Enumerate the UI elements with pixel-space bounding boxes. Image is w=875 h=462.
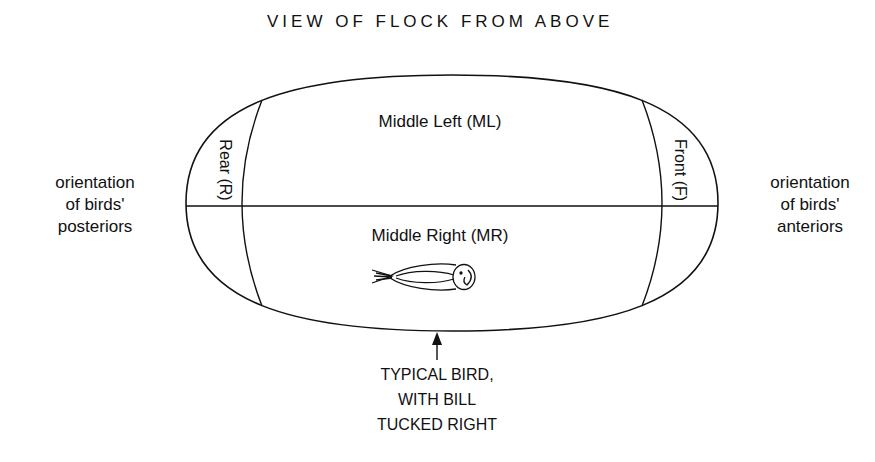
arrow-head	[432, 332, 442, 345]
flock-region: Rear (R)	[214, 137, 234, 202]
front-boundary	[642, 100, 662, 306]
bird-bill	[464, 270, 471, 285]
flock-outline	[186, 75, 718, 331]
region-label: Middle Left (ML)	[377, 112, 504, 132]
pointer-arrow	[436, 343, 437, 360]
bird-wing	[396, 271, 454, 276]
bird-tail	[372, 270, 392, 283]
bird-head	[453, 265, 475, 290]
bird-back	[390, 264, 456, 276]
region-label: Rear (R)	[214, 137, 234, 202]
region-label: Front (F)	[670, 137, 690, 203]
midline	[186, 205, 718, 206]
flock-region: Middle Right (MR)	[370, 226, 511, 246]
flock-region: Front (F)	[670, 137, 690, 203]
region-label: Middle Right (MR)	[370, 226, 511, 246]
orientation-note: orientation of birds' anteriors	[765, 172, 855, 238]
bird-wing	[396, 278, 454, 283]
diagram-title: VIEW OF FLOCK FROM ABOVE	[267, 12, 613, 32]
bird-eye	[460, 272, 462, 274]
bird-tail-feathers	[374, 273, 392, 280]
bird-belly	[390, 278, 456, 290]
flock-region: Middle Left (ML)	[377, 112, 504, 132]
orientation-note: orientation of birds' posteriors	[50, 172, 140, 238]
bird-drawing	[372, 264, 475, 290]
rear-boundary	[242, 100, 262, 306]
bird-caption: TYPICAL BIRD, WITH BILL TUCKED RIGHT	[367, 362, 507, 437]
